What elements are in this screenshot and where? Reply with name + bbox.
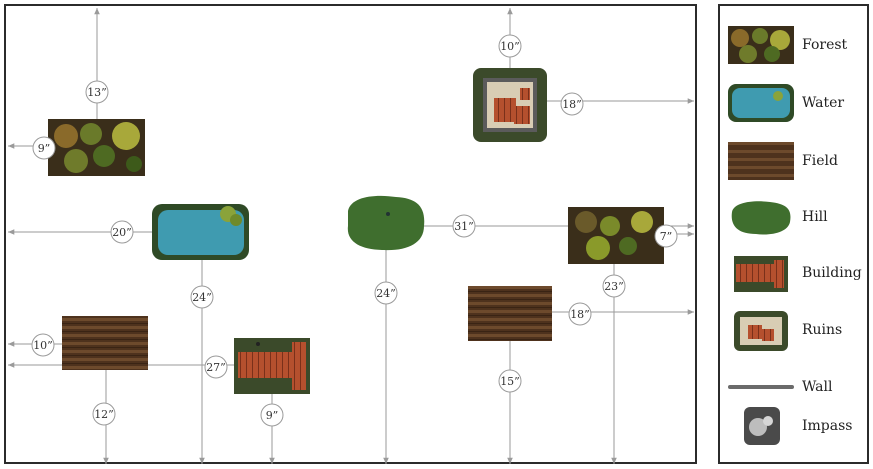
- svg-text:31”: 31”: [454, 220, 474, 233]
- wall-icon: [728, 368, 794, 412]
- measurement-label: 24”: [374, 281, 398, 305]
- legend-item-wall: Wall: [720, 368, 871, 408]
- svg-text:20”: 20”: [112, 226, 132, 239]
- legend-label: Building: [802, 265, 862, 281]
- legend-label: Wall: [802, 379, 833, 395]
- legend-label: Ruins: [802, 322, 843, 338]
- legend-item-ruins: Ruins: [720, 311, 871, 351]
- forest-terrain: [48, 119, 145, 176]
- field-terrain: [468, 286, 552, 341]
- measurement-label: 20”: [110, 220, 134, 244]
- hill-terrain: [347, 195, 425, 251]
- svg-text:9”: 9”: [266, 409, 279, 422]
- building-terrain: [234, 338, 310, 394]
- terrain-map: 13” 9” 10” 18” 20” 24” 31” 24” 7” 23” 10” 12” 27” 9” 1…: [8, 8, 694, 464]
- legend-label: Hill: [802, 209, 828, 225]
- forest-icon: [728, 26, 794, 70]
- measurement-label: 18”: [560, 92, 584, 116]
- measurement-label: 10”: [498, 34, 522, 58]
- field-terrain: [62, 316, 148, 370]
- legend-item-impass: Impass: [720, 407, 871, 447]
- legend-label: Field: [802, 153, 838, 169]
- svg-text:7”: 7”: [660, 230, 673, 243]
- measurement-label: 7”: [654, 224, 678, 248]
- measurement-label: 24”: [190, 285, 214, 309]
- water-icon: [728, 84, 794, 128]
- svg-text:10”: 10”: [33, 339, 53, 352]
- legend-item-forest: Forest: [720, 26, 871, 66]
- water-terrain: [152, 204, 249, 260]
- measurement-label: 23”: [602, 274, 626, 298]
- forest-terrain: [568, 207, 664, 264]
- svg-text:15”: 15”: [500, 375, 520, 388]
- measurement-label: 18”: [568, 302, 592, 326]
- measurement-label: 27”: [204, 355, 228, 379]
- svg-text:12”: 12”: [94, 408, 114, 421]
- measurement-label: 15”: [498, 369, 522, 393]
- building-icon: [728, 254, 794, 298]
- legend-item-field: Field: [720, 142, 871, 182]
- hill-icon: [728, 198, 794, 242]
- measurement-label: 31”: [452, 214, 476, 238]
- ruins-terrain: [473, 68, 547, 142]
- svg-text:24”: 24”: [376, 287, 396, 300]
- legend-item-hill: Hill: [720, 198, 871, 238]
- svg-text:18”: 18”: [570, 308, 590, 321]
- impass-icon: [728, 407, 794, 451]
- measurement-label: 10”: [31, 333, 55, 357]
- measurement-label: 9”: [32, 136, 56, 160]
- field-icon: [728, 142, 794, 186]
- svg-text:13”: 13”: [87, 86, 107, 99]
- svg-text:23”: 23”: [604, 280, 624, 293]
- game-board: 13” 9” 10” 18” 20” 24” 31” 24” 7” 23” 10” 12” 27” 9” 1…: [4, 4, 697, 464]
- legend-item-water: Water: [720, 84, 871, 124]
- svg-text:24”: 24”: [192, 291, 212, 304]
- legend-label: Impass: [802, 418, 853, 434]
- svg-text:9”: 9”: [38, 142, 51, 155]
- measurement-label: 12”: [92, 402, 116, 426]
- legend-label: Water: [802, 95, 845, 111]
- svg-text:18”: 18”: [562, 98, 582, 111]
- legend-label: Forest: [802, 37, 848, 53]
- svg-text:10”: 10”: [500, 40, 520, 53]
- svg-text:27”: 27”: [206, 361, 226, 374]
- measurement-label: 9”: [260, 403, 284, 427]
- measurement-label: 13”: [85, 80, 109, 104]
- ruins-icon: [728, 311, 794, 355]
- legend-item-building: Building: [720, 254, 871, 294]
